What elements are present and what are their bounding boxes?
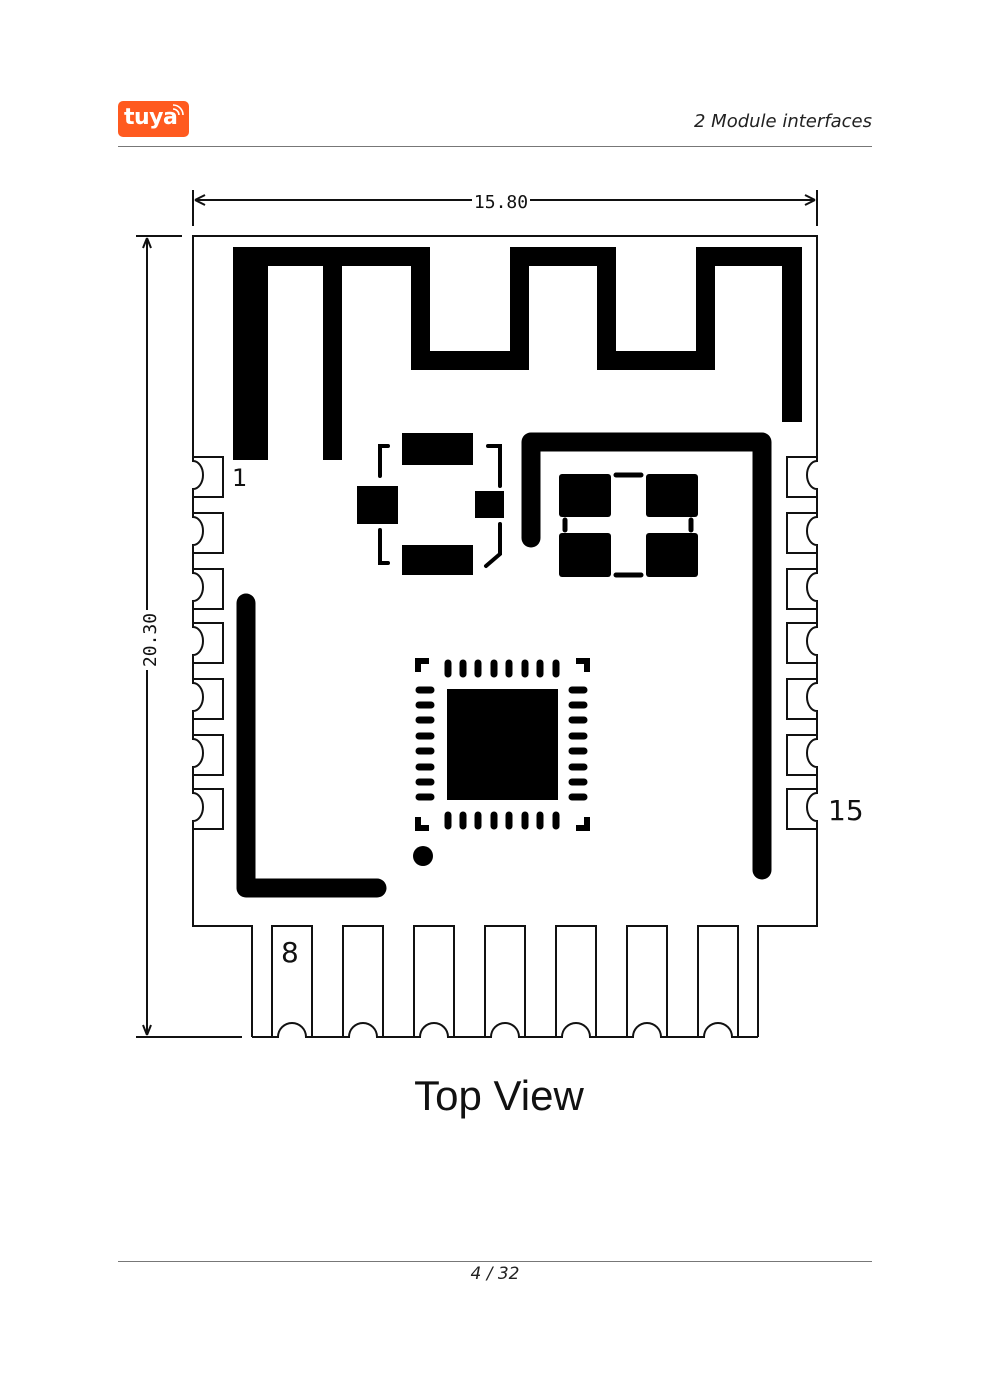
pin-1-label: 1 <box>232 464 247 492</box>
wifi-icon <box>172 104 184 116</box>
logo-text: tuya <box>124 105 178 130</box>
left-edge-pins <box>192 456 253 1037</box>
pin-8-label: 8 <box>281 936 299 969</box>
figure-caption: Top View <box>414 1072 584 1119</box>
footer-divider <box>118 1261 872 1262</box>
height-dimension-label: 20.30 <box>140 613 161 667</box>
page-number: 4 / 32 <box>470 1264 520 1284</box>
pcb-antenna <box>233 247 802 460</box>
bottom-edge-pins <box>252 925 758 1038</box>
pin1-marker <box>413 846 433 866</box>
width-dimension-label: 15.80 <box>474 192 528 213</box>
tuya-logo: tuya <box>118 101 189 137</box>
section-title: 2 Module interfaces <box>693 111 872 132</box>
ground-trace-left <box>236 593 387 898</box>
crystal-footprint <box>357 433 504 575</box>
ground-trace-right <box>521 432 772 880</box>
header-divider <box>118 146 872 147</box>
right-edge-pins <box>757 456 818 1037</box>
pin-15-label: 15 <box>828 794 864 827</box>
quad-pad-component <box>559 474 698 577</box>
qfn-chip-footprint <box>413 658 590 866</box>
